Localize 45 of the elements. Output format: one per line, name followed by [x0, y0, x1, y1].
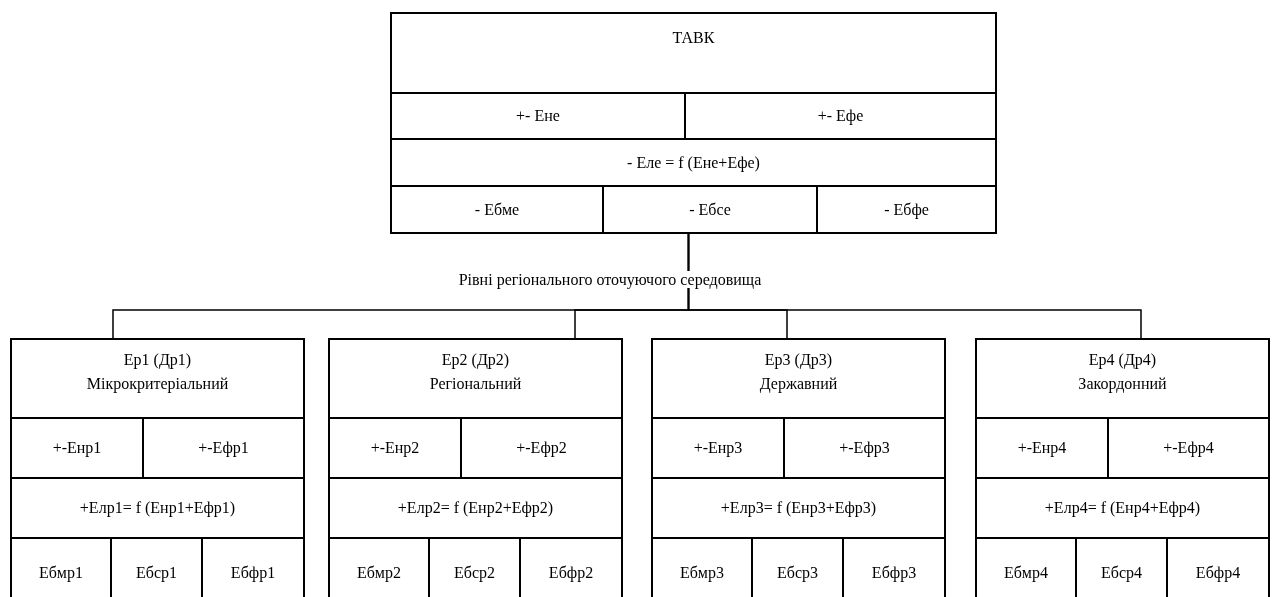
cell-text: Ебфр2 [548, 564, 594, 582]
cell-text: +-Ефр4 [1163, 439, 1214, 457]
cell-text: Ебфр1 [230, 564, 276, 582]
cell-text: Ебср3 [777, 564, 818, 582]
table-block [651, 338, 946, 597]
block-heading: Ер4 (Др4) [1088, 350, 1157, 371]
block-heading: ТАВК [672, 28, 715, 48]
block-heading: Ер1 (Др1) [123, 350, 192, 371]
cell-text: +-Ефр3 [839, 439, 890, 457]
cell-text: - Ебфе [884, 200, 929, 219]
block-heading: Регіональний [429, 374, 522, 394]
cell-text: - Ебсе [689, 200, 731, 219]
table-block [975, 338, 1270, 597]
cell-text: Ебфр4 [1195, 564, 1241, 582]
cell-text: +-Ефр2 [516, 439, 567, 457]
cell-text: +-Енр3 [693, 439, 743, 457]
cell-text: +-Енр1 [52, 439, 102, 457]
cell-text: +Елр2= f (Енр2+Ефр2) [397, 499, 554, 517]
cell-text: +-Ефр1 [198, 439, 249, 457]
cell-text: +-Енр4 [1017, 439, 1067, 457]
cell-text: +Елр4= f (Енр4+Ефр4) [1044, 499, 1201, 517]
cell-text: Ебфр3 [871, 564, 917, 582]
cell-text: Ебмр4 [1004, 564, 1048, 582]
cell-text: Ебср4 [1101, 564, 1142, 582]
cell-text: Ебср1 [136, 564, 177, 582]
cell-text: - Еле = f (Ене+Ефе) [627, 153, 760, 172]
cell-text: +-Енр2 [370, 439, 420, 457]
cell-text: Ебмр1 [39, 564, 83, 582]
block-heading: Закордонний [1078, 374, 1167, 395]
block-heading: Державний [759, 374, 838, 395]
table-block [10, 338, 305, 597]
block-heading: Ер3 (Др3) [764, 350, 833, 371]
cell-text: Ебмр3 [680, 564, 724, 582]
block-heading: Мікрокритеріальний [86, 374, 229, 395]
cell-text: +- Ене [516, 107, 560, 125]
cell-text: - Ебме [474, 200, 520, 219]
cell-text: Ебср2 [454, 564, 495, 582]
cell-text: +Елр1= f (Енр1+Ефр1) [79, 499, 236, 517]
table-block [328, 338, 623, 597]
table-block [390, 12, 997, 234]
block-heading: Ер2 (Др2) [441, 350, 510, 371]
cell-text: +- Ефе [817, 107, 864, 125]
cell-text: +Елр3= f (Енр3+Ефр3) [720, 499, 877, 517]
connector-line [687, 233, 1142, 339]
cell-text: Ебмр2 [357, 564, 401, 582]
